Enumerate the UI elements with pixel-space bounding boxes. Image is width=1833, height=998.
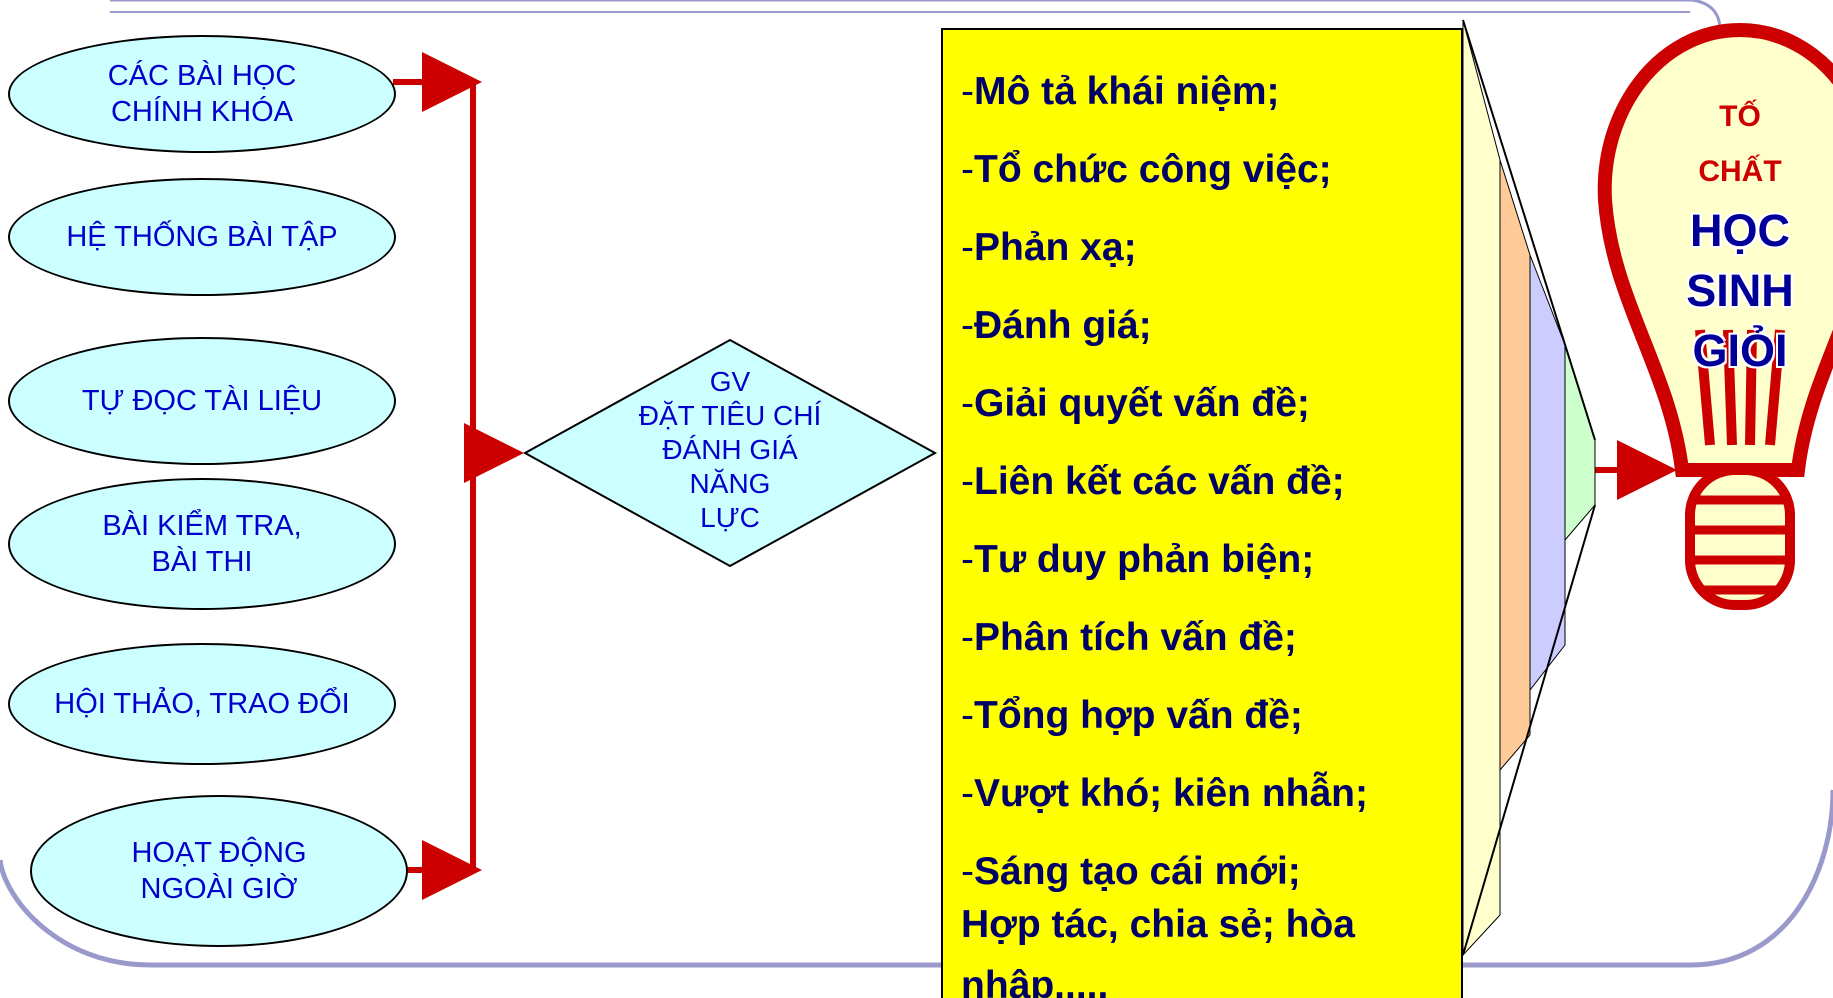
funnel-edge-bottom [1462, 504, 1596, 956]
source-seminars: HỘI THẢO, TRAO ĐỔI [8, 643, 396, 765]
funnel-layer-2 [1499, 159, 1531, 772]
bulb-text-hoc: HỌC [1690, 205, 1790, 256]
source-lessons: CÁC BÀI HỌC CHÍNH KHÓA [8, 35, 396, 153]
criteria-item: -Tổng hợp vấn đề; [961, 694, 1303, 737]
criteria-item: -Vượt khó; kiên nhẫn; [961, 772, 1368, 815]
criteria-item-last: Hợp tác, chia sẻ; hòa nhập..... [961, 903, 1355, 998]
criteria-item: -Mô tả khái niệm; [961, 70, 1280, 113]
criteria-item: -Tổ chức công việc; [961, 148, 1332, 191]
source-exercises: HỆ THỐNG BÀI TẬP [8, 178, 396, 296]
bulb-text-gioi: GIỎI [1692, 325, 1788, 376]
criteria-item: -Phân tích vấn đề; [961, 616, 1297, 659]
criteria-box: -Mô tả khái niệm; -Tổ chức công việc; -P… [941, 28, 1463, 998]
source-activities: HOẠT ĐỘNG NGOÀI GIỜ [30, 795, 408, 947]
bulb-text-sinh: SINH [1686, 265, 1794, 316]
funnel-layer-1 [1462, 19, 1501, 957]
criteria-item: -Phản xạ; [961, 226, 1137, 269]
funnel-layer-3 [1529, 254, 1566, 692]
criteria-item: -Giải quyết vấn đề; [961, 382, 1310, 425]
criteria-item: -Sáng tạo cái mới; [961, 850, 1301, 893]
decision-diamond [522, 338, 938, 568]
source-tests: BÀI KIỂM TRA, BÀI THI [8, 478, 396, 610]
criteria-item: -Tư duy phản biện; [961, 538, 1315, 581]
bulb-text-to: TỐ [1719, 100, 1761, 133]
source-self-study: TỰ ĐỌC TÀI LIỆU [8, 337, 396, 465]
decision-label: GV ĐẶT TIÊU CHÍ ĐÁNH GIÁ NĂNG LỰC [638, 366, 822, 533]
bulb-text-chat: CHẤT [1698, 155, 1782, 188]
funnel-edge-top [1462, 19, 1596, 441]
lightbulb-icon [1597, 22, 1833, 610]
criteria-item: -Đánh giá; [961, 304, 1152, 347]
funnel-layer-4 [1564, 344, 1596, 542]
criteria-item: -Liên kết các vấn đề; [961, 460, 1345, 503]
